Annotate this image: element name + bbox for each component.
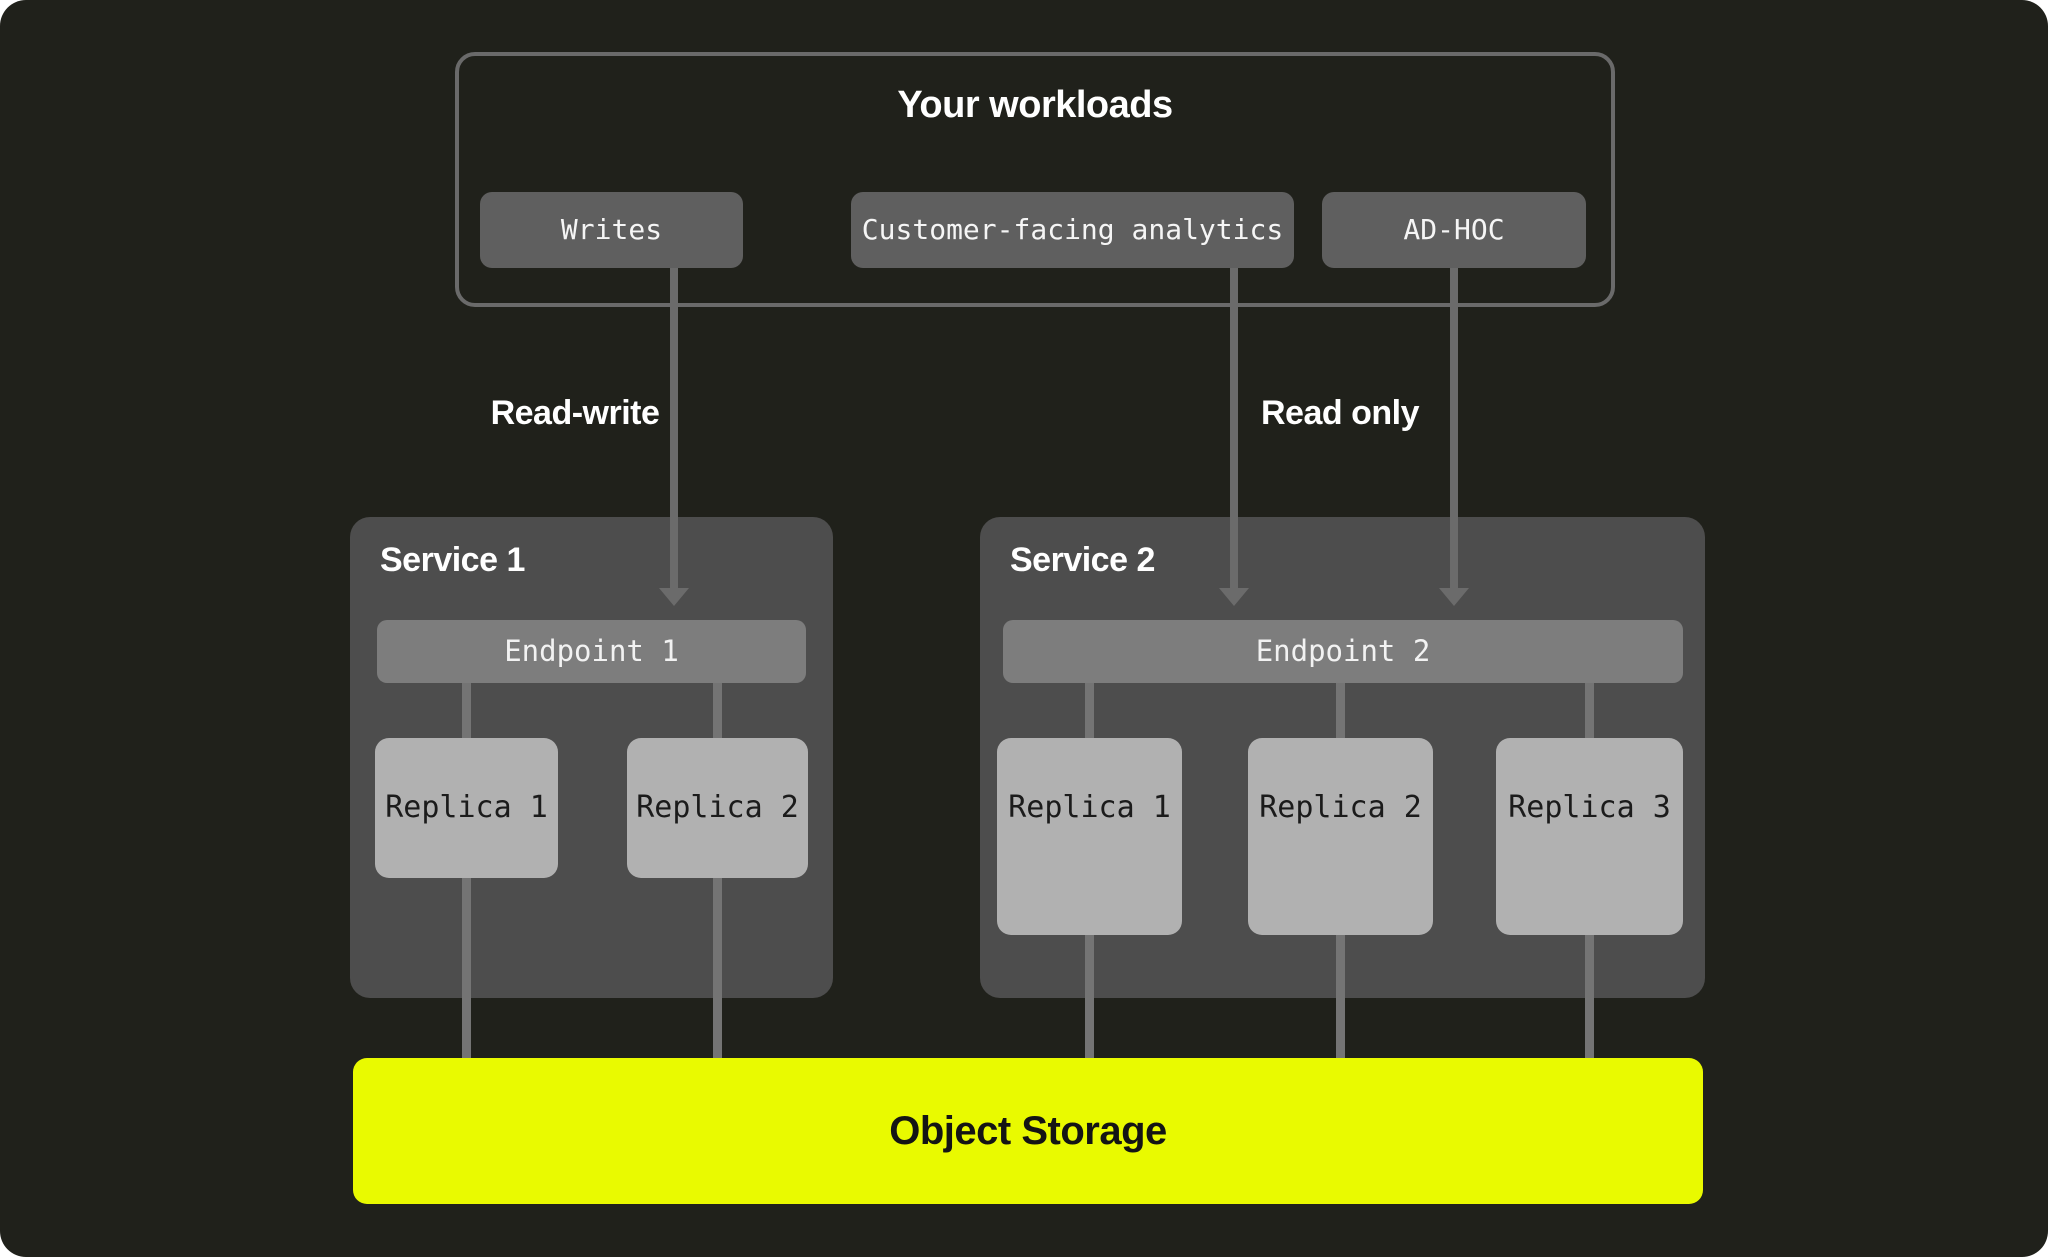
service-1-replica-2: Replica 2 — [627, 738, 808, 878]
read-write-label: Read-write — [490, 394, 660, 432]
analytics-flow-line — [1230, 268, 1238, 590]
object-storage-bar: Object Storage — [353, 1058, 1703, 1204]
service-2-replica-1: Replica 1 — [997, 738, 1182, 935]
writes-flow-line — [670, 268, 678, 590]
service-2-box: Service 2 Endpoint 2 Replica 1 Replica 2… — [980, 517, 1705, 998]
workload-button-ad-hoc: AD-HOC — [1322, 192, 1586, 268]
endpoint-1-bar: Endpoint 1 — [377, 620, 806, 683]
workloads-title: Your workloads — [897, 84, 1173, 126]
workload-button-customer-facing-analytics: Customer-facing analytics — [851, 192, 1294, 268]
arrow-down-icon — [1439, 588, 1469, 606]
service-1-box: Service 1 Endpoint 1 Replica 1 Replica 2 — [350, 517, 833, 998]
service-1-title: Service 1 — [380, 541, 525, 579]
arrow-down-icon — [659, 588, 689, 606]
service-2-title: Service 2 — [1010, 541, 1155, 579]
endpoint-2-bar: Endpoint 2 — [1003, 620, 1683, 683]
workload-button-writes: Writes — [480, 192, 743, 268]
adhoc-flow-line — [1450, 268, 1458, 590]
arrow-down-icon — [1219, 588, 1249, 606]
workloads-group-box: Your workloads — [455, 52, 1615, 307]
service-2-replica-2: Replica 2 — [1248, 738, 1433, 935]
read-only-label: Read only — [1261, 394, 1419, 432]
service-1-replica-1: Replica 1 — [375, 738, 558, 878]
service-2-replica-3: Replica 3 — [1496, 738, 1683, 935]
